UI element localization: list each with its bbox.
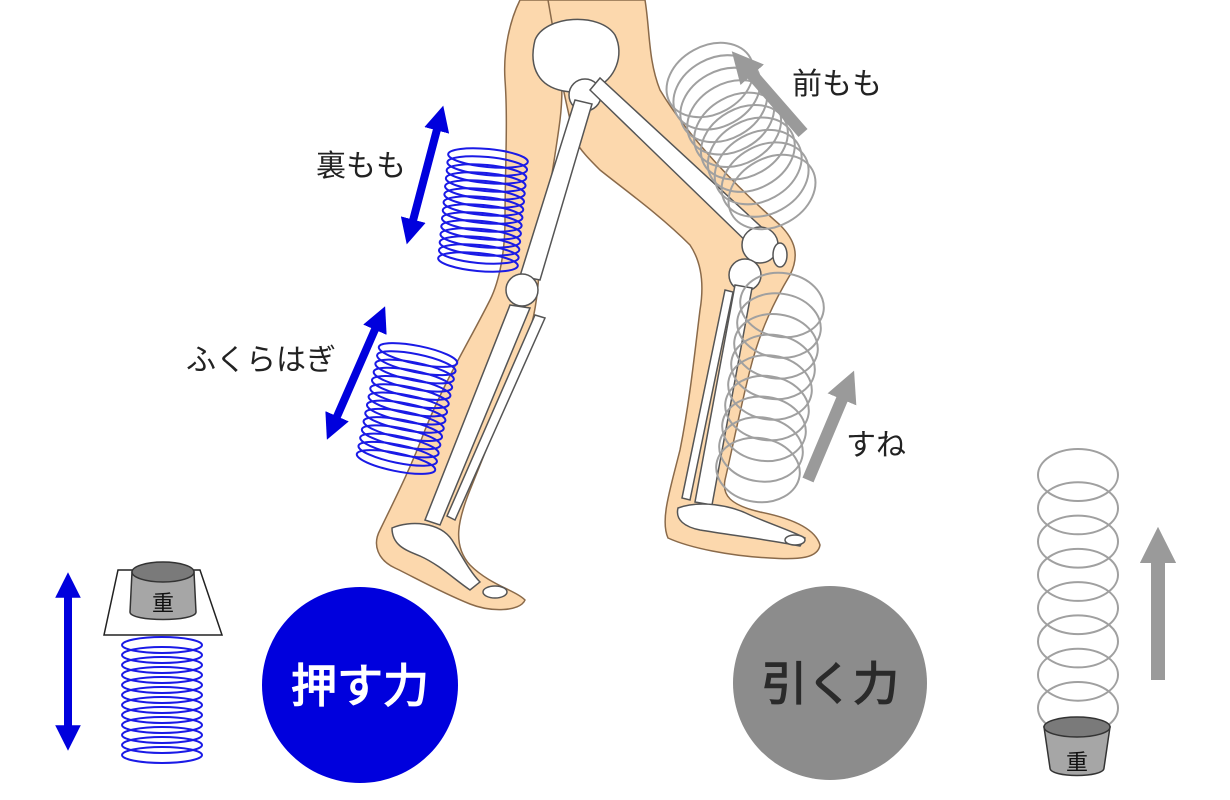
hamstring-label: 裏もも (316, 149, 406, 184)
push-force-circle (262, 587, 458, 783)
spring-coil (721, 395, 807, 463)
spring-coil (121, 686, 203, 704)
front-leg-skin (547, 0, 821, 560)
spring-coil (1037, 614, 1119, 669)
spring-coil (730, 333, 816, 401)
spring-coil (121, 706, 203, 724)
weight-icon: 重 (129, 561, 197, 621)
spring-coil (121, 696, 203, 714)
spring-coil (121, 636, 203, 654)
pull-demo-weight: 重 (1043, 716, 1111, 777)
spring-coil (121, 656, 203, 674)
back-foot-bone (391, 522, 482, 591)
pull-force-label: 引く力 (761, 657, 899, 711)
spring-coil (1037, 481, 1119, 536)
spring-coil (715, 436, 801, 504)
spring-coil (720, 141, 810, 218)
hamstring-double-arrow-icon (400, 105, 450, 245)
front-foot-bone (676, 503, 807, 547)
push-force-label: 押す力 (291, 659, 429, 713)
spring-coil (724, 374, 810, 442)
shin-up-arrow-icon (802, 370, 857, 483)
spring-coil (1037, 581, 1119, 636)
weight-icon: 重 (1043, 716, 1111, 777)
calf-label: ふくらはぎ (186, 343, 336, 378)
push-demo-weight: 重 (103, 561, 224, 636)
back-knee-joint (505, 273, 539, 307)
pull-force-circle (733, 586, 927, 780)
spring-coil (437, 243, 520, 265)
spring-coil (718, 416, 804, 483)
push-demo-spring (121, 636, 203, 764)
shin-spring (715, 271, 825, 504)
back-femur (519, 99, 593, 281)
front-kneecap (772, 242, 788, 268)
spring-coil (357, 440, 438, 467)
pull-demo-spring (1037, 448, 1119, 735)
spring-coil (1037, 547, 1119, 602)
calf-double-arrow-icon (325, 306, 387, 440)
quadriceps-up-arrow-icon (731, 51, 808, 137)
quadriceps-label: 前もも (792, 67, 882, 102)
back-toe-bone (482, 585, 508, 599)
spring-coil (121, 646, 203, 664)
spring-coil (736, 292, 822, 359)
spring-coil (713, 128, 803, 206)
spring-coil (437, 251, 519, 273)
weight-top-label: 重 (152, 592, 174, 617)
spring-coil (1037, 448, 1119, 502)
spring-coil (121, 716, 203, 734)
spring-coil (121, 676, 203, 694)
shin-label: すね (846, 428, 906, 463)
spring-coil (1037, 647, 1119, 702)
skeleton (391, 18, 807, 599)
back-leg-skin (375, 0, 563, 611)
spring-coil (1037, 514, 1119, 569)
back-fibula (446, 314, 547, 522)
weight-bottom-label: 重 (1066, 751, 1088, 776)
spring-coil (355, 449, 437, 475)
spring-coil (121, 746, 203, 764)
spring-coil (733, 313, 819, 380)
spring-coil (739, 271, 825, 339)
back-tibia (424, 304, 532, 526)
spring-coil (727, 153, 817, 231)
spring-coil (706, 116, 796, 193)
spring-coil (121, 726, 203, 744)
spring-coil (121, 666, 203, 684)
spring-coil (727, 354, 813, 421)
spring-coil (121, 736, 203, 754)
front-toe-bone (784, 534, 806, 546)
front-fibula (681, 289, 734, 501)
